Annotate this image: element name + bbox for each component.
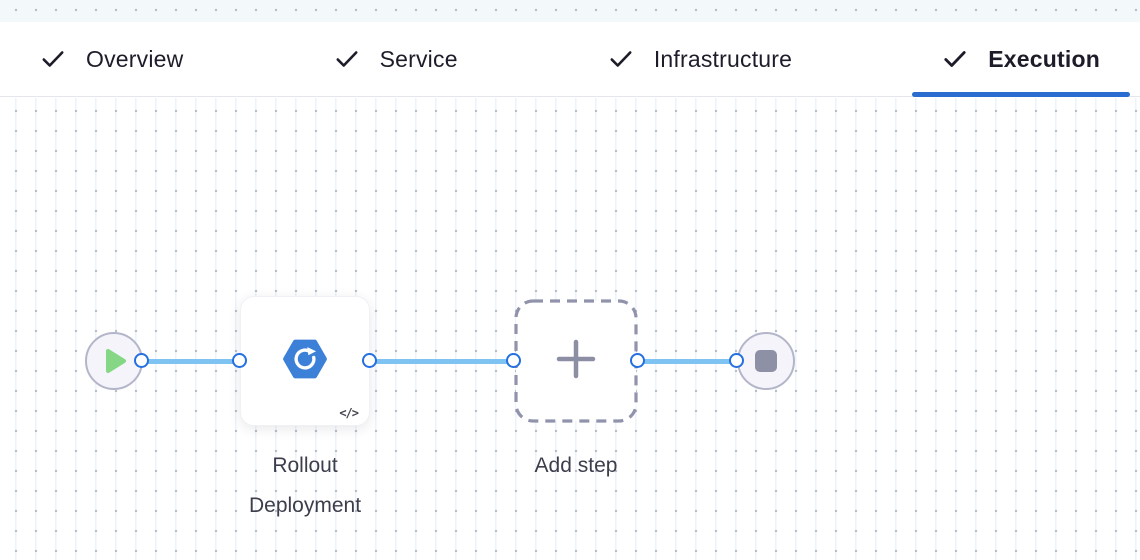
connector-port — [729, 353, 744, 368]
tab-overview[interactable]: Overview — [10, 22, 213, 96]
check-icon — [334, 46, 360, 72]
connector-port — [506, 353, 521, 368]
step-node-label: Rollout Deployment — [248, 454, 362, 517]
stop-icon — [755, 350, 777, 372]
connector-line — [638, 359, 737, 364]
active-tab-indicator — [912, 92, 1130, 97]
connector-line — [370, 359, 514, 364]
tab-label: Service — [379, 45, 458, 72]
stage-tabs: Overview Service Infrastructure Executio… — [0, 22, 1140, 97]
connector-port — [630, 353, 645, 368]
plus-icon — [555, 338, 597, 385]
add-step-node[interactable] — [514, 299, 638, 423]
connector-port — [362, 353, 377, 368]
end-node — [737, 332, 795, 390]
tab-label: Overview — [86, 45, 184, 72]
kubernetes-rollout-icon — [282, 336, 328, 387]
tab-infrastructure[interactable]: Infrastructure — [578, 22, 822, 96]
pipeline-canvas[interactable]: </> Rollout Deployment Add step — [0, 98, 1140, 560]
check-icon — [942, 46, 968, 72]
connector-line — [142, 359, 240, 364]
start-node — [85, 332, 143, 390]
check-icon — [608, 46, 634, 72]
tab-service[interactable]: Service — [304, 22, 488, 96]
step-node-rollout-deployment[interactable]: </> — [240, 296, 370, 426]
check-icon — [40, 46, 66, 72]
connector-port — [232, 353, 247, 368]
connector-port — [134, 353, 149, 368]
play-icon — [100, 347, 128, 375]
add-step-label[interactable]: Add step — [534, 454, 618, 477]
tab-execution[interactable]: Execution — [912, 22, 1130, 97]
tab-label: Execution — [988, 45, 1100, 72]
canvas-top-strip — [0, 0, 1140, 22]
tab-label: Infrastructure — [653, 45, 793, 72]
code-badge: </> — [339, 406, 359, 420]
